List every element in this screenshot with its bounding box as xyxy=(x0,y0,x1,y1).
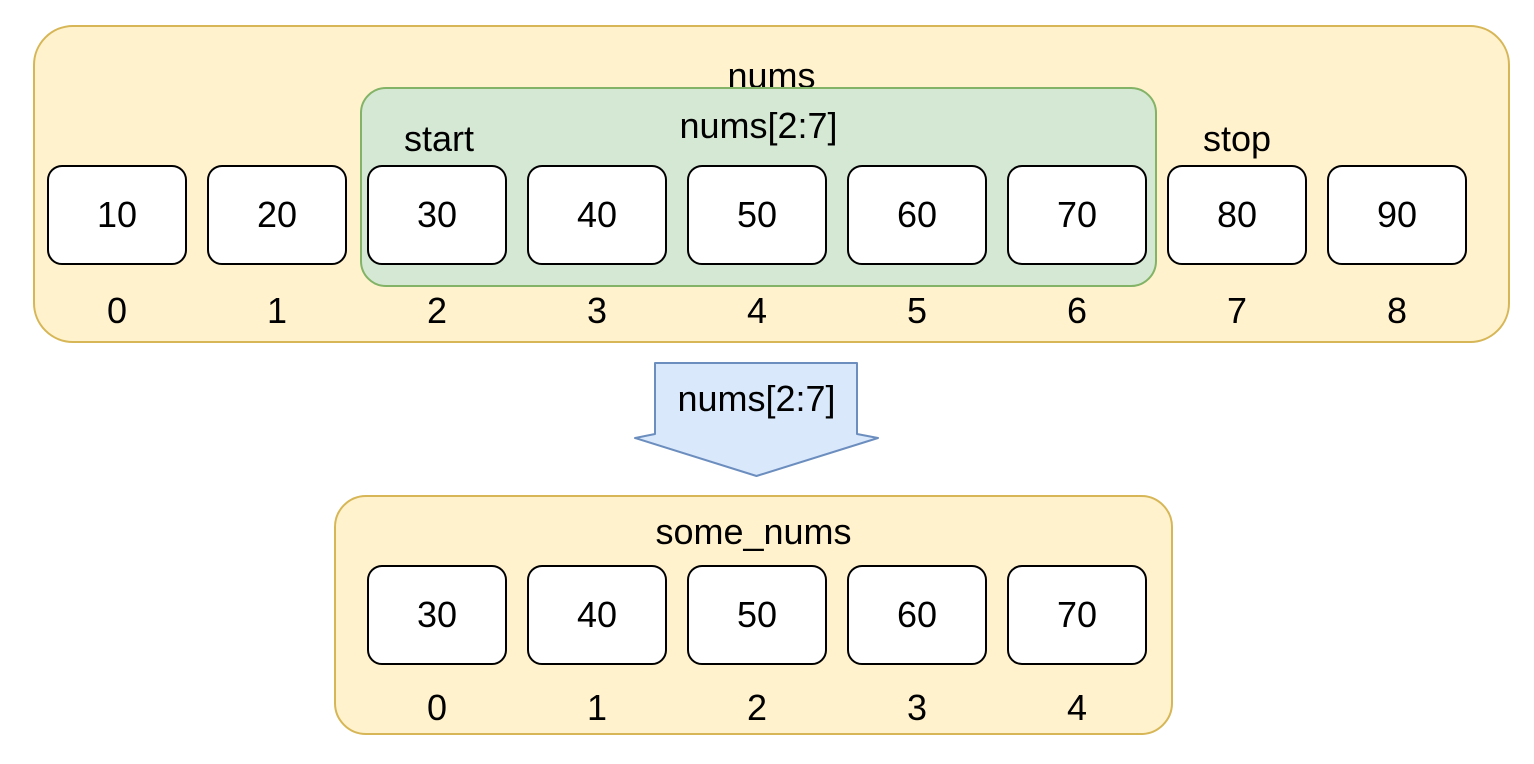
cell-value: 40 xyxy=(576,194,618,235)
index-label: 2 xyxy=(746,687,768,728)
array-cell: 60 xyxy=(847,565,987,665)
array-cell: 40 xyxy=(527,165,667,265)
index-label: 3 xyxy=(906,687,928,728)
cell-value: 20 xyxy=(256,194,298,235)
index-label: 4 xyxy=(1066,687,1088,728)
index-label: 7 xyxy=(1226,290,1248,331)
arrow-down-shape xyxy=(634,362,879,477)
index-label: 8 xyxy=(1386,290,1408,331)
slice-region-label: nums[2:7] xyxy=(679,105,838,146)
cell-value: 60 xyxy=(896,194,938,235)
index-label: 2 xyxy=(426,290,448,331)
array-cell: 80 xyxy=(1167,165,1307,265)
array-cell: 70 xyxy=(1007,165,1147,265)
nums-array-container: nums nums[2:7] start stop 10 20 30 40 50… xyxy=(33,25,1510,343)
arrow-label: nums[2:7] xyxy=(677,378,836,419)
cell-value: 10 xyxy=(96,194,138,235)
index-label: 0 xyxy=(426,687,448,728)
array-cell: 20 xyxy=(207,165,347,265)
index-label: 1 xyxy=(586,687,608,728)
index-label: 0 xyxy=(106,290,128,331)
array-cell: 50 xyxy=(687,165,827,265)
cell-value: 30 xyxy=(416,594,458,635)
array-cell: 30 xyxy=(367,165,507,265)
index-label: 3 xyxy=(586,290,608,331)
cell-value: 60 xyxy=(896,594,938,635)
some-nums-container: some_nums 30 40 50 60 70 0 1 2 3 4 xyxy=(334,495,1173,735)
cell-value: 30 xyxy=(416,194,458,235)
cell-value: 80 xyxy=(1216,194,1258,235)
array-cell: 90 xyxy=(1327,165,1467,265)
cell-value: 50 xyxy=(736,594,778,635)
index-label: 4 xyxy=(746,290,768,331)
array-cell: 50 xyxy=(687,565,827,665)
start-label: start xyxy=(403,118,474,159)
array-cell: 10 xyxy=(47,165,187,265)
cell-value: 70 xyxy=(1056,594,1098,635)
array-cell: 60 xyxy=(847,165,987,265)
array-cell: 70 xyxy=(1007,565,1147,665)
array-cell: 30 xyxy=(367,565,507,665)
cell-value: 50 xyxy=(736,194,778,235)
index-label: 5 xyxy=(906,290,928,331)
cell-value: 90 xyxy=(1376,194,1418,235)
index-label: 6 xyxy=(1066,290,1088,331)
some-nums-title: some_nums xyxy=(655,511,852,552)
stop-label: stop xyxy=(1202,118,1272,159)
cell-value: 70 xyxy=(1056,194,1098,235)
cell-value: 40 xyxy=(576,594,618,635)
index-label: 1 xyxy=(266,290,288,331)
array-cell: 40 xyxy=(527,565,667,665)
